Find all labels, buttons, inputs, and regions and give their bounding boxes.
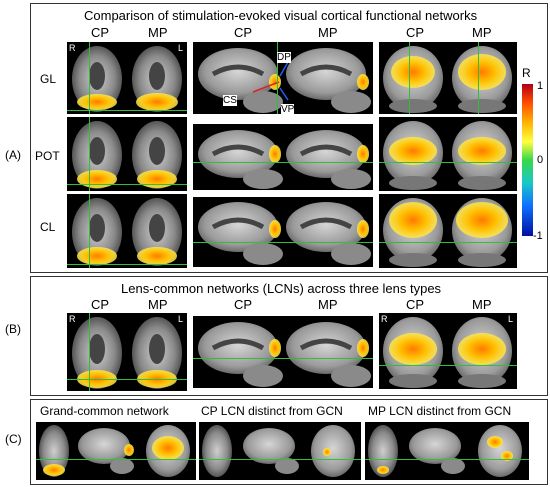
coronal-brain-pot [379,117,517,191]
row-label-cl: CL [40,220,56,234]
b-orient-r-label: R [69,314,76,324]
c-mp-lcn-brains [365,422,529,480]
b-coronal-l-label: L [508,314,514,324]
sagittal-brain-pot [193,124,373,190]
col-label-sagittal-mp: MP [318,25,338,40]
panel-c-title-cp-lcn: CP LCN distinct from GCN [201,404,343,418]
axial-brain-gl: R L [67,42,187,114]
b-col-sagittal-mp: MP [318,297,338,312]
b-col-coronal-cp: CP [406,297,425,312]
b-col-coronal-mp: MP [472,297,492,312]
b-coronal-brain: R L [379,313,517,389]
colorbar-tick-max: 1 [537,80,544,92]
panel-c-title-gcn: Grand-common network [40,404,169,418]
annot-dp: DP [277,52,291,63]
sagittal-brain-cl [193,197,373,267]
orient-r-label: R [69,43,76,53]
axial-brain-pot [67,117,187,191]
panel-a-title: Comparison of stimulation-evoked visual … [84,8,478,23]
panel-b-letter: (B) [5,322,21,336]
col-label-coronal-mp: MP [472,25,492,40]
col-label-coronal-cp: CP [406,25,425,40]
b-col-axial-cp: CP [91,297,110,312]
annot-cs: CS [223,95,237,106]
panel-b-title: Lens-common networks (LCNs) across three… [121,281,442,296]
panel-c-letter: (C) [5,432,22,446]
orient-l-label: L [178,43,184,53]
colorbar-tick-min: -1 [533,230,543,242]
axial-brain-cl [67,194,187,268]
row-label-gl: GL [40,72,57,86]
b-sagittal-brain [193,316,373,388]
annot-vp: VP [281,104,295,114]
colorbar-tick-zero: 0 [537,154,544,166]
col-label-axial-mp: MP [148,25,168,40]
colorbar [522,84,533,236]
row-label-pot: POT [35,149,60,163]
c-gcn-brains [36,422,196,480]
panel-a-letter: (A) [5,148,21,162]
col-label-axial-cp: CP [91,25,110,40]
b-axial-brain: R L [67,313,187,391]
coronal-brain-cl [379,194,517,268]
sagittal-brain-gl: DP CS VP [193,42,373,114]
b-col-axial-mp: MP [148,297,168,312]
b-coronal-r-label: R [381,314,388,324]
col-label-sagittal-cp: CP [234,25,253,40]
b-orient-l-label: L [178,314,184,324]
colorbar-label: R [522,66,531,80]
panel-c-title-mp-lcn: MP LCN distinct from GCN [368,404,512,418]
coronal-brain-gl [379,42,517,114]
c-cp-lcn-brains [199,422,361,480]
b-col-sagittal-cp: CP [234,297,253,312]
